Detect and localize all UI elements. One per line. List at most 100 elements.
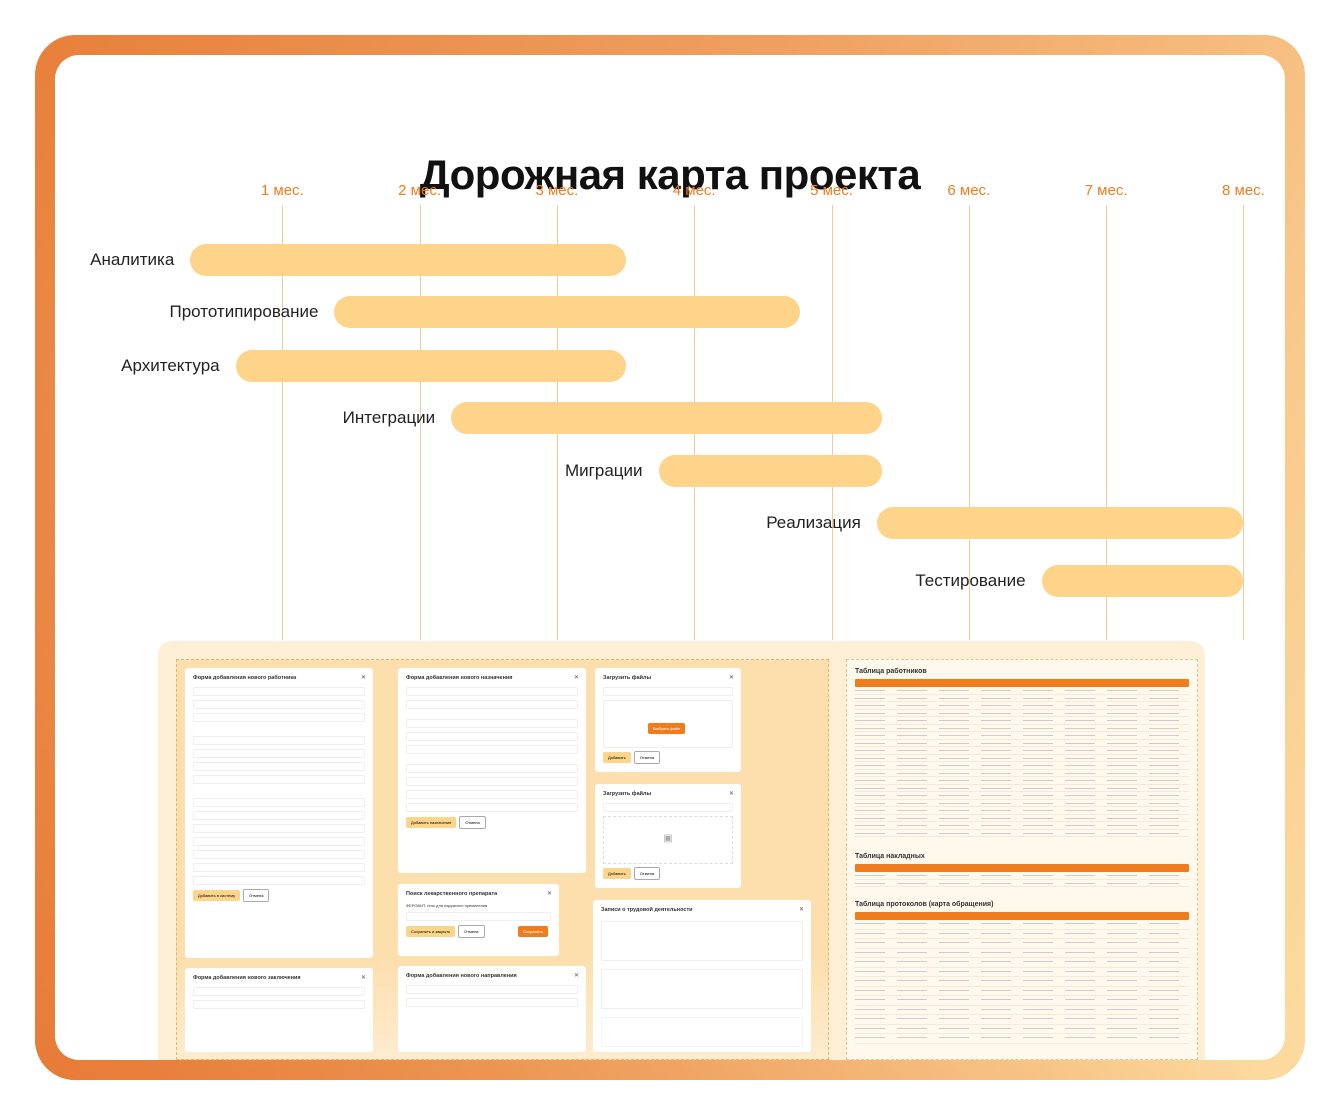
image-placeholder-icon: ▣ [603,816,733,864]
card-title: Форма добавления нового заключения [193,975,301,981]
choose-file-button[interactable]: Выбрать файл [647,723,686,734]
task-label: Архитектура [121,356,220,375]
table-row [855,829,1189,837]
appointment-form-card: Форма добавления нового назначения ✕ Доба… [398,668,586,873]
drug-search-card: Поиск лекарственного препарата ✕ ФЕРОВИТ,… [398,884,559,956]
task-label: Прототипирование [169,302,319,321]
task-label: Аналитика [90,250,175,269]
card-title: Поиск лекарственного препарата [406,891,498,897]
card-title: Форма добавления нового назначения [406,675,513,681]
worker-form-card: Форма добавления нового работника ✕ Добав… [185,668,373,958]
table-row [855,717,1189,725]
close-icon[interactable]: ✕ [360,675,366,681]
save-close-button[interactable]: Сохранить и закрыть [406,926,456,937]
card-title: Записи о трудовой деятельности [601,907,693,913]
gridline [1243,205,1245,640]
x-tick-label: 6 мес. [947,182,991,199]
task-bar [451,402,883,434]
table-row [855,754,1189,762]
cancel-button[interactable]: Отмена [633,867,661,880]
table-row [855,702,1189,710]
protocols-table-title: Таблица протоколов (карта обращения) [855,901,994,908]
task-bar [334,296,800,328]
close-icon[interactable]: ✕ [573,973,579,979]
gridline [968,205,970,640]
table-row [855,687,1189,695]
conclusion-form-card: Форма добавления нового заключения ✕ [185,968,373,1052]
card-title: Загрузить файлы [603,675,652,681]
table-row [855,939,1189,949]
task-label: Миграции [565,461,643,480]
table-row [855,1015,1189,1025]
forms-panel: Форма добавления нового работника ✕ Добав… [176,659,829,1060]
table-row [855,694,1189,702]
table-row [855,996,1189,1006]
table-row [855,799,1189,807]
table-row [855,948,1189,958]
close-icon[interactable]: ✕ [360,975,366,981]
table-row [855,762,1189,770]
gridline [282,205,284,640]
x-tick-label: 5 мес. [810,182,853,199]
x-tick-label: 2 мес. [398,182,442,199]
close-icon[interactable]: ✕ [798,907,804,913]
table-row [855,807,1189,815]
cancel-button[interactable]: Отмена [243,889,270,902]
card-title: Форма добавления нового работника [193,675,297,681]
x-tick-label: 8 мес. [1221,182,1265,199]
cancel-button[interactable]: Отмена [459,816,486,829]
save-button[interactable]: Сохранить [518,926,548,937]
add-button[interactable]: Добавить [603,868,631,879]
task-bar [190,244,626,276]
task-label: Интеграции [342,408,436,427]
ui-mockups-collage: Форма добавления нового работника ✕ Добав… [158,641,1205,1060]
task-bar [658,455,883,487]
table-row [855,769,1189,777]
card-title: Форма добавления нового направления [406,973,517,979]
task-label: Реализация [766,513,861,532]
table-row [855,929,1189,939]
table-row [855,977,1189,987]
table-row [855,1024,1189,1034]
table-row [855,747,1189,755]
close-icon[interactable]: ✕ [728,675,734,681]
cancel-button[interactable]: Отмена [633,751,661,764]
table-row [855,814,1189,822]
drug-name-field[interactable]: ФЕРОВИТ, гель для наружного применения [406,903,488,908]
x-tick-label: 4 мес. [672,182,716,199]
table-row [855,784,1189,792]
x-tick-label: 3 мес. [535,182,579,199]
x-tick-label: 1 мес. [260,182,304,199]
table-row [855,732,1189,740]
work-records-card: Записи о трудовой деятельности ✕ [593,900,811,1052]
task-bar [235,350,626,382]
gridline [419,205,421,640]
add-appointment-button[interactable]: Добавить назначение [406,817,457,828]
add-to-system-button[interactable]: Добавить в систему [193,890,241,901]
table-row [855,724,1189,732]
table-row [855,709,1189,717]
add-button[interactable]: Добавить [603,752,631,763]
close-icon[interactable]: ✕ [728,791,734,797]
table-row [855,920,1189,930]
invoices-table-title: Таблица накладных [855,853,925,860]
task-label: Тестирование [915,571,1026,590]
close-icon[interactable]: ✕ [546,891,552,897]
x-tick-label: 7 мес. [1084,182,1128,199]
table-row [855,792,1189,800]
table-row [855,986,1189,996]
card-title: Загрузить файлы [603,791,652,797]
table-row [855,777,1189,785]
task-bar [876,507,1244,539]
table-row [855,967,1189,977]
cancel-button[interactable]: Отмена [458,925,485,938]
table-row [855,958,1189,968]
workers-table-title: Таблица работников [855,668,927,675]
chart-title: Дорожная карта проекта [419,151,921,198]
close-icon[interactable]: ✕ [573,675,579,681]
table-row [855,1034,1189,1044]
direction-form-card: Форма добавления нового направления ✕ [398,966,586,1052]
gridline [1106,205,1108,640]
tables-panel: Таблица работников Таблица накладных Таб… [846,659,1198,1060]
